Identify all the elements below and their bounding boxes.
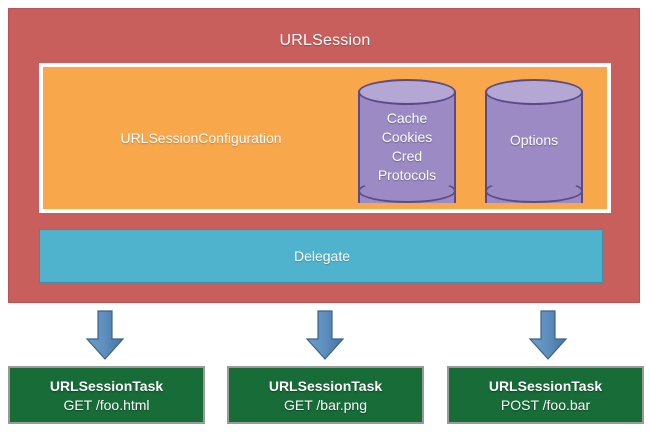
delegate-label: Delegate [293,248,351,264]
task-request: GET /bar.png [283,397,367,413]
down-arrow-icon [303,309,347,361]
urlsessiontask-box: URLSessionTask POST /foo.bar [447,366,644,424]
delegate-box: Delegate [39,229,603,283]
options-cylinder: Options [485,79,583,215]
options-cylinder-bottom [485,179,583,203]
options-cylinder-label: Options [509,132,559,148]
cache-cylinder-top [358,79,456,105]
urlsession-container: URLSession URLSessionConfiguration Cache… [8,8,640,303]
urlsession-title: URLSession [279,32,371,49]
cache-cylinder-bottom [358,179,456,203]
down-arrow-icon [526,309,570,361]
options-cylinder-top [485,79,583,105]
task-title: URLSessionTask [268,378,383,394]
down-arrow-icon [83,309,127,361]
task-title: URLSessionTask [488,378,603,394]
task-request: POST /foo.bar [500,397,591,413]
urlsessiontask-box: URLSessionTask GET /bar.png [227,366,424,424]
urlsessiontask-box: URLSessionTask GET /foo.html [8,366,205,424]
urlsessionconfiguration-label: URLSessionConfiguration [120,130,282,146]
task-request: GET /foo.html [63,397,150,413]
task-title: URLSessionTask [49,378,164,394]
